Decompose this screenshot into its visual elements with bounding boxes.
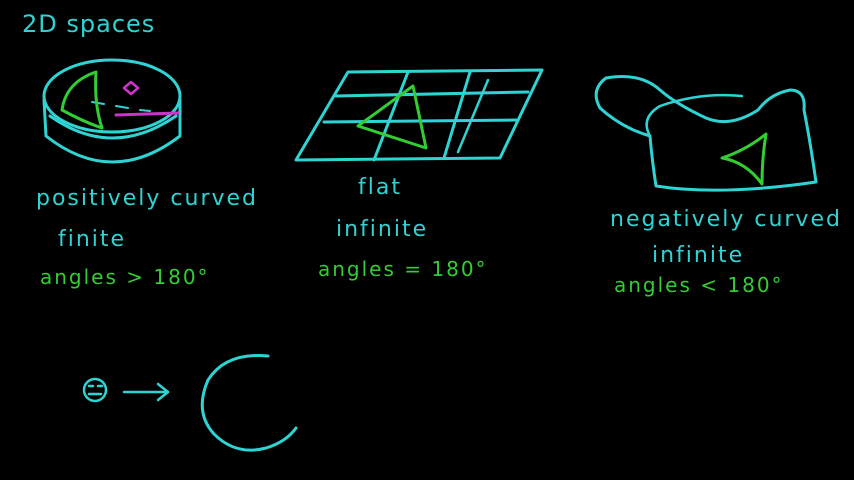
- magenta-diamond-marker: [122, 80, 140, 96]
- board-title: 2D spaces: [22, 10, 155, 38]
- open-circle-icon: [200, 354, 298, 452]
- saddle-outline: [594, 75, 818, 192]
- plane-outline: [294, 68, 544, 162]
- space-3-angles: angles < 180°: [614, 273, 784, 297]
- saddle-inner-curve: [645, 93, 744, 138]
- saddle-diagram: [594, 75, 818, 192]
- spherical-triangle: [60, 70, 104, 130]
- space-3-curvature: negatively curved: [610, 207, 842, 232]
- space-2-curvature: flat: [358, 175, 402, 200]
- space-3-extent: infinite: [652, 243, 744, 268]
- sphere-top-ellipse: [42, 58, 182, 134]
- space-2-extent: infinite: [336, 217, 428, 242]
- space-1-curvature: positively curved: [36, 186, 258, 211]
- sphere-diagram: [42, 58, 182, 164]
- sphere-equator: [48, 114, 178, 140]
- magenta-line: [114, 111, 180, 117]
- sphere-side-outline: [42, 98, 182, 164]
- smiley-face-icon: [82, 377, 108, 403]
- arrow-right-icon: [122, 382, 170, 402]
- space-1-angles: angles > 180°: [40, 265, 210, 289]
- plane-grid-line: [456, 78, 490, 154]
- hyperbolic-triangle: [720, 132, 768, 186]
- flat-plane-diagram: [294, 68, 544, 162]
- space-1-extent: finite: [58, 227, 126, 252]
- plane-grid-line: [442, 70, 472, 160]
- flat-triangle: [356, 84, 428, 150]
- space-2-angles: angles = 180°: [318, 257, 488, 281]
- sphere-dashed-line: [91, 101, 151, 112]
- plane-grid-line: [334, 90, 530, 98]
- plane-grid-line: [372, 70, 410, 162]
